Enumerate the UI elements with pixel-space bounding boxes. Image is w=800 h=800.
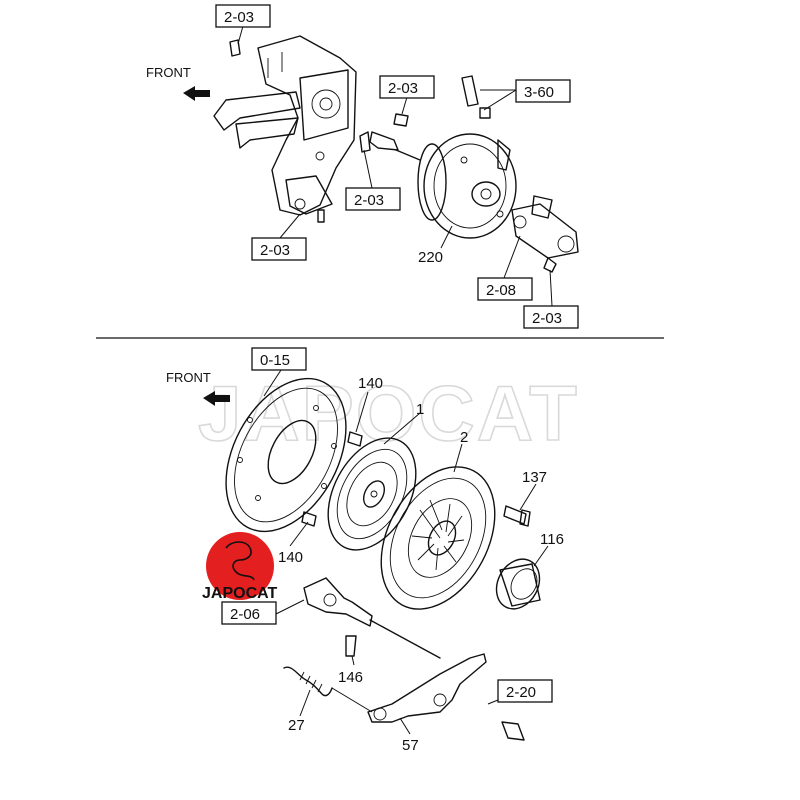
front-label-upper: FRONT bbox=[146, 65, 191, 80]
leaders-lower bbox=[263, 369, 549, 735]
ref-box-lower-3[interactable]: 2-20 bbox=[497, 679, 553, 703]
logo-text: JAPOCAT bbox=[202, 585, 277, 602]
dowel-pin-bottom bbox=[301, 511, 317, 527]
release-bearing bbox=[495, 558, 541, 610]
ref-box-lower-2[interactable]: 2-06 bbox=[221, 601, 277, 625]
svg-text:2-03: 2-03 bbox=[224, 9, 254, 26]
logo-cat-icon bbox=[225, 541, 255, 581]
ref-box-upper-6[interactable]: 2-08 bbox=[477, 277, 533, 301]
part-number-27: 27 bbox=[288, 717, 305, 734]
svg-text:0-15: 0-15 bbox=[260, 352, 290, 369]
ref-box-upper-5[interactable]: 3-60 bbox=[515, 79, 571, 103]
lower-section: FRONT bbox=[166, 347, 564, 754]
flywheel bbox=[225, 377, 347, 533]
upper-section: FRONT bbox=[146, 4, 579, 329]
release-fork bbox=[367, 653, 487, 723]
clevis-part bbox=[369, 131, 399, 151]
watermark-text: JAPOCAT bbox=[198, 369, 579, 457]
front-label-lower: FRONT bbox=[166, 370, 211, 385]
pin-part-upper bbox=[461, 75, 479, 107]
svg-text:2-03: 2-03 bbox=[354, 192, 384, 209]
part-number-116: 116 bbox=[540, 531, 564, 548]
ref-box-upper-7[interactable]: 2-03 bbox=[523, 305, 579, 329]
part-number-2: 2 bbox=[460, 429, 468, 446]
ref-box-upper-2[interactable]: 2-03 bbox=[379, 75, 435, 99]
brake-booster bbox=[395, 133, 517, 239]
bolt-137 bbox=[503, 505, 531, 527]
japocat-logo: JAPOCAT bbox=[202, 532, 277, 602]
dowel-pin-top bbox=[347, 431, 363, 447]
svg-text:2-03: 2-03 bbox=[532, 310, 562, 327]
svg-text:2-03: 2-03 bbox=[260, 242, 290, 259]
leaders-upper bbox=[237, 25, 553, 307]
part-number-137: 137 bbox=[522, 469, 547, 486]
part-number-1: 1 bbox=[416, 401, 424, 418]
return-spring bbox=[283, 666, 333, 697]
svg-text:3-60: 3-60 bbox=[524, 84, 554, 101]
pedal-bracket bbox=[213, 35, 371, 223]
slave-cylinder bbox=[303, 577, 441, 659]
ref-box-upper-4[interactable]: 2-03 bbox=[251, 237, 307, 261]
ref-box-upper-3[interactable]: 2-03 bbox=[345, 187, 401, 211]
svg-text:2-03: 2-03 bbox=[388, 80, 418, 97]
ref-box-lower-1[interactable]: 0-15 bbox=[251, 347, 307, 371]
svg-text:2-08: 2-08 bbox=[486, 282, 516, 299]
bolt-part bbox=[393, 113, 409, 127]
front-arrow-icon bbox=[183, 86, 210, 101]
pressure-plate bbox=[380, 466, 496, 610]
front-arrow-icon bbox=[203, 391, 230, 406]
part-number-140-top: 140 bbox=[358, 375, 383, 392]
logo-circle bbox=[206, 532, 274, 600]
svg-text:2-20: 2-20 bbox=[506, 684, 536, 701]
master-cylinder bbox=[511, 195, 579, 273]
part-number-146: 146 bbox=[338, 669, 363, 686]
svg-text:2-06: 2-06 bbox=[230, 606, 260, 623]
pivot-stud bbox=[501, 721, 525, 741]
part-number-57: 57 bbox=[402, 737, 419, 754]
ref-box-upper-1[interactable]: 2-03 bbox=[215, 4, 271, 28]
part-number-140-bottom: 140 bbox=[278, 549, 303, 566]
clutch-disc bbox=[327, 437, 417, 551]
part-number-220: 220 bbox=[418, 249, 443, 266]
